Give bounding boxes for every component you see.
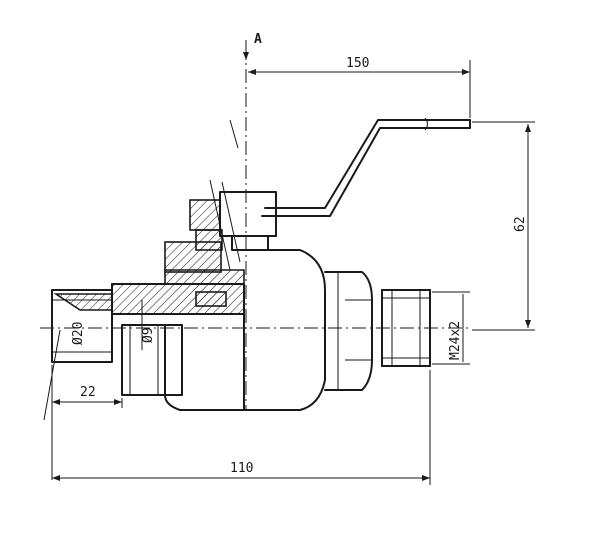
dim-overall-length-text: 110 (230, 461, 253, 476)
dim-pipe-diameter-text: Ø20 (71, 322, 86, 345)
dim-handle-reach-text: 150 (346, 56, 369, 71)
dim-bore-diameter-text: Ø9 (141, 327, 156, 343)
handle-lever (261, 117, 471, 217)
left-pipe-end (51, 289, 113, 363)
right-body (324, 271, 373, 391)
leader-line (229, 119, 239, 149)
dim-handle-height-text: 62 (513, 216, 528, 232)
dimension-handle-height: 62 (472, 121, 535, 331)
dim-thread-text: M24x2 (448, 321, 463, 360)
valve-body (164, 241, 326, 411)
stem-assembly (189, 179, 277, 271)
left-body (111, 269, 245, 396)
view-label-a: A (254, 32, 262, 47)
dimension-bore: Ø9 (141, 300, 156, 350)
dimension-thread: M24x2 (432, 291, 470, 365)
dim-end-length-text: 22 (80, 385, 96, 400)
dimension-overall-length: 110 (52, 370, 431, 485)
dimension-end-length: 22 (51, 365, 123, 480)
section-line-a: A (243, 32, 262, 410)
right-threaded-end (381, 289, 431, 367)
leader-line (43, 329, 61, 421)
dimension-handle-reach: 150 (248, 56, 471, 118)
